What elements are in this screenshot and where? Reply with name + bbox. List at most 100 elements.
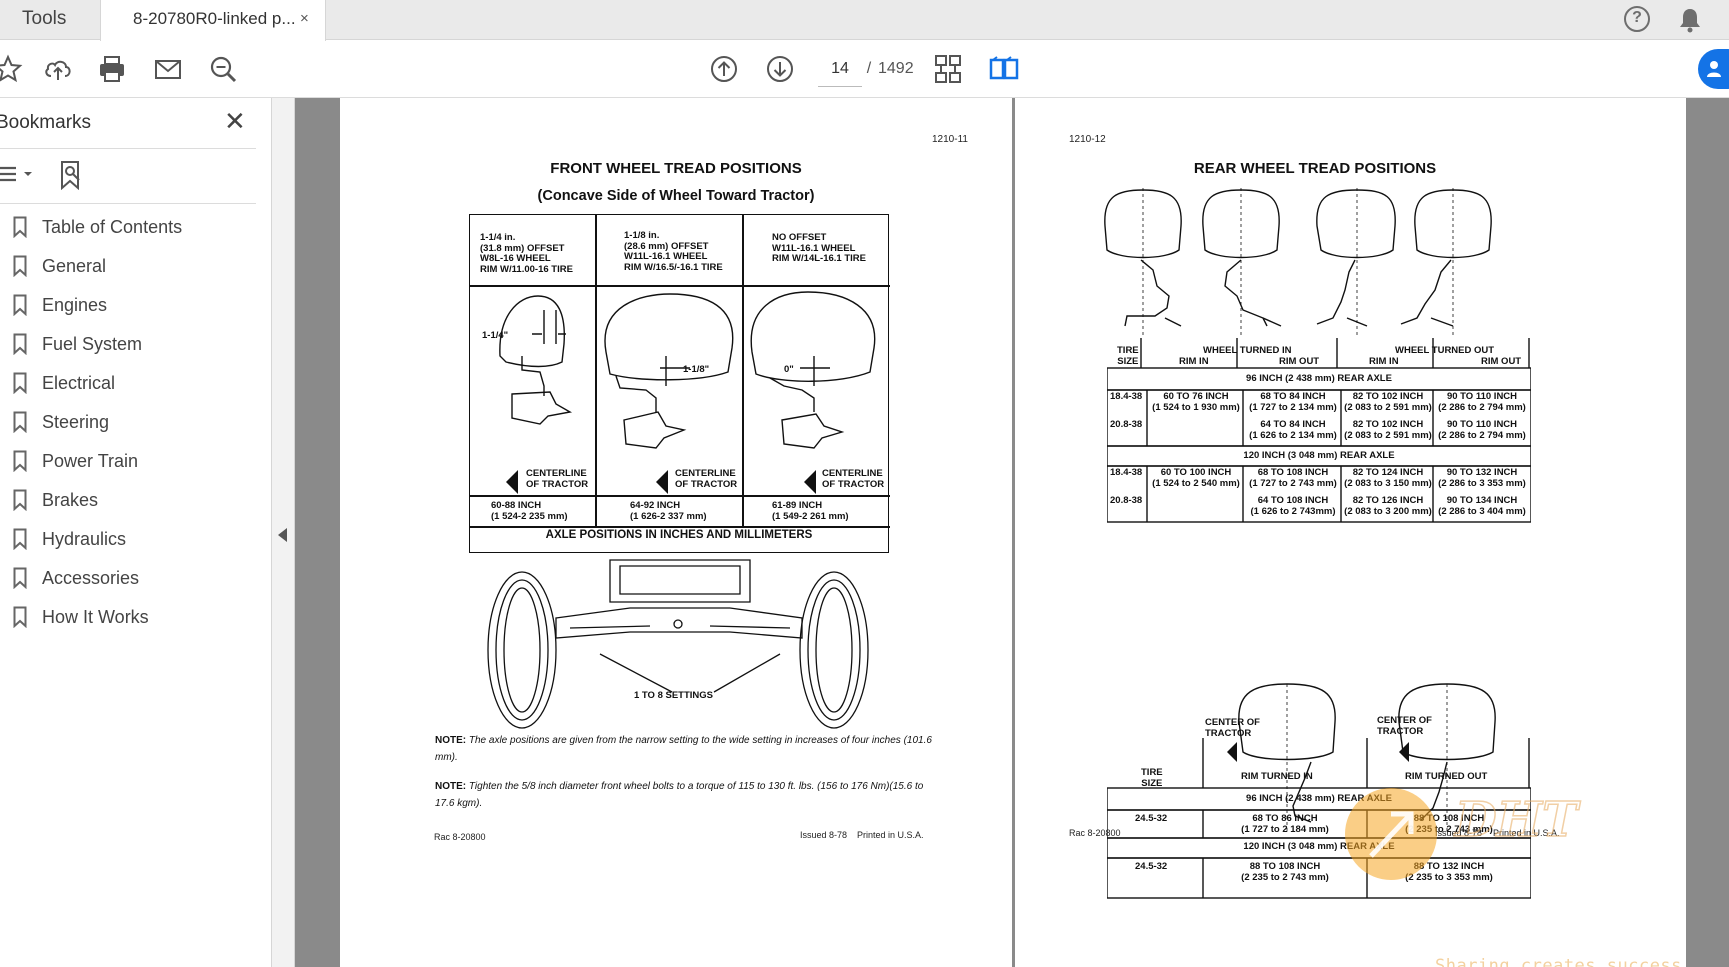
document-viewer[interactable]: 1210-11 FRONT WHEEL TREAD POSITIONS (Con… bbox=[295, 98, 1729, 967]
centerline-arrow-icon bbox=[804, 470, 816, 494]
range-line: (1 524 to 2 540 mm) bbox=[1152, 477, 1240, 489]
range-line: (2 286 to 3 353 mm) bbox=[1438, 477, 1526, 489]
rear-wheel-table-large-tire: CENTER OF TRACTOR CENTER OF TRACTOR TIRE… bbox=[1107, 715, 1531, 900]
tire-size-cell: 18.4-38 bbox=[1110, 467, 1143, 478]
bookmark-icon bbox=[13, 606, 27, 628]
turned-in-header: WHEEL TURNED IN bbox=[1203, 345, 1292, 357]
header-line: W11L-16.1 WHEEL bbox=[772, 242, 856, 254]
help-icon[interactable]: ? bbox=[1624, 6, 1650, 32]
header-line: 1-1/8 in. bbox=[624, 230, 660, 241]
offset-dimension-label: 1-1/4" bbox=[482, 330, 508, 341]
bookmark-item[interactable]: How It Works bbox=[0, 598, 256, 637]
previous-page-icon[interactable] bbox=[708, 53, 740, 85]
turned-out-header: WHEEL TURNED OUT bbox=[1395, 345, 1494, 357]
cloud-upload-icon[interactable] bbox=[42, 53, 74, 85]
bookmarks-panel-title: Bookmarks bbox=[0, 112, 92, 133]
axle-section-title: 96 INCH (2 438 mm) REAR AXLE bbox=[1246, 793, 1392, 804]
range-line: 61-89 INCH bbox=[772, 500, 823, 511]
bookmark-label: Steering bbox=[42, 412, 110, 432]
scroll-mode-icon[interactable] bbox=[932, 53, 964, 85]
range-line: (1 626 to 2 743mm) bbox=[1250, 505, 1336, 517]
page-number-input[interactable]: 14 bbox=[818, 51, 862, 87]
bookmark-item[interactable]: Hydraulics bbox=[0, 520, 256, 559]
range-line: (2 235 to 3 353 mm) bbox=[1405, 871, 1493, 883]
range-line: (2 083 to 2 591 mm) bbox=[1344, 401, 1432, 413]
email-icon[interactable] bbox=[152, 53, 184, 85]
user-icon bbox=[1707, 61, 1721, 77]
header-line: RIM W/14L-16.1 TIRE bbox=[772, 253, 866, 264]
page-footer-printed: Printed in U.S.A. bbox=[1493, 828, 1560, 838]
range-line: 82 TO 102 INCH bbox=[1352, 419, 1424, 430]
bookmark-star-icon[interactable] bbox=[0, 53, 24, 85]
range-line: 90 TO 132 INCH bbox=[1446, 467, 1518, 478]
tab-close-icon[interactable]: × bbox=[300, 10, 309, 27]
range-line: 82 TO 126 INCH bbox=[1352, 495, 1424, 506]
print-icon[interactable] bbox=[96, 53, 128, 85]
two-page-view-icon[interactable] bbox=[988, 53, 1020, 85]
table-grid bbox=[1107, 338, 1531, 523]
notifications-bell-icon[interactable] bbox=[1677, 6, 1703, 34]
range-line: 90 TO 134 INCH bbox=[1446, 495, 1518, 506]
bookmark-label: Hydraulics bbox=[42, 529, 127, 549]
document-page-right: 1210-12 REAR WHEEL TREAD POSITIONS bbox=[1015, 98, 1686, 967]
axle-section-title: 120 INCH (3 048 mm) REAR AXLE bbox=[1243, 450, 1395, 461]
close-panel-icon[interactable]: ✕ bbox=[224, 106, 246, 136]
collapse-arrow-icon[interactable] bbox=[278, 528, 287, 542]
bookmark-item[interactable]: Engines bbox=[0, 286, 256, 325]
page-footer-printed: Printed in U.S.A. bbox=[857, 830, 924, 840]
tread-range-cell: 90 TO 110 INCH(2 286 to 2 794 mm) bbox=[1435, 419, 1529, 441]
add-bookmark-icon[interactable] bbox=[58, 160, 84, 190]
zoom-out-search-icon[interactable] bbox=[207, 53, 239, 85]
large-rear-wheel-diagrams bbox=[1238, 683, 1496, 832]
header-line: RIM W/11.00-16 TIRE bbox=[480, 263, 573, 275]
bookmark-item[interactable]: Electrical bbox=[0, 364, 256, 403]
tab-document-label: 8-20780R0-linked p... bbox=[133, 9, 296, 28]
bookmark-options-icon[interactable] bbox=[0, 160, 36, 188]
bookmark-label: Fuel System bbox=[42, 334, 143, 354]
bookmark-item[interactable]: Fuel System bbox=[0, 325, 256, 364]
label-line: OF TRACTOR bbox=[675, 478, 738, 490]
bookmark-item[interactable]: Power Train bbox=[0, 442, 256, 481]
tread-range-cell: 88 TO 108 INCH(2 235 to 2 743 mm) bbox=[1205, 861, 1365, 883]
bookmark-label: Brakes bbox=[42, 490, 99, 510]
range-line: 90 TO 110 INCH bbox=[1446, 391, 1518, 402]
header-word: WHEEL bbox=[1203, 345, 1238, 356]
bookmark-item[interactable]: Steering bbox=[0, 403, 256, 442]
rim-turned-in-header: RIM TURNED IN bbox=[1241, 771, 1313, 782]
row-divider bbox=[470, 526, 890, 528]
column-header-1: 1-1/4 in. (31.8 mm) OFFSET W8L-16 WHEEL … bbox=[480, 232, 573, 275]
tread-range-cell: 60 TO 76 INCH(1 524 to 1 930 mm) bbox=[1149, 391, 1243, 413]
bookmark-item[interactable]: Accessories bbox=[0, 559, 256, 598]
centerline-label: CENTERLINE OF TRACTOR bbox=[675, 468, 738, 490]
range-line: (1 524 to 1 930 mm) bbox=[1152, 401, 1240, 413]
tread-range-cell: 88 TO 108 INCH(2 235 to 2 743 mm) bbox=[1369, 813, 1529, 835]
bookmark-item[interactable]: Table of Contents bbox=[0, 208, 256, 247]
header-line: W8L-16 WHEEL bbox=[480, 253, 551, 264]
note-text: The axle positions are given from the na… bbox=[435, 735, 932, 763]
center-arrow-icon bbox=[1399, 742, 1409, 762]
tread-range-cell: 90 TO 132 INCH(2 286 to 3 353 mm) bbox=[1435, 467, 1529, 489]
range-line: (1 626 to 2 134 mm) bbox=[1249, 429, 1337, 441]
share-button[interactable] bbox=[1698, 49, 1729, 89]
next-page-icon[interactable] bbox=[764, 53, 796, 85]
tread-range-cell: 82 TO 124 INCH(2 083 to 3 150 mm) bbox=[1343, 467, 1433, 489]
offset-dimension-label: 1-1/8" bbox=[683, 364, 709, 375]
panel-collapse-strip[interactable] bbox=[272, 98, 295, 967]
watermark-logo: DHT bbox=[1345, 788, 1582, 880]
tab-document[interactable]: 8-20780R0-linked p... bbox=[100, 0, 326, 41]
bookmark-item[interactable]: General bbox=[0, 247, 256, 286]
tab-tools[interactable]: Tools bbox=[22, 8, 67, 29]
range-line: (2 083 to 2 591 mm) bbox=[1344, 429, 1432, 441]
divider bbox=[0, 203, 256, 204]
bookmark-icon bbox=[13, 489, 27, 511]
range-line: (1 524-2 235 mm) bbox=[491, 510, 568, 522]
bookmark-icon bbox=[13, 333, 27, 355]
axle-section-title: 120 INCH (3 048 mm) REAR AXLE bbox=[1243, 841, 1395, 852]
tire-size-cell: 24.5-32 bbox=[1135, 813, 1168, 824]
range-line: 64 TO 84 INCH bbox=[1260, 419, 1326, 430]
tread-range-cell: 68 TO 86 INCH(1 727 to 2 184 mm) bbox=[1205, 813, 1365, 835]
bookmark-icon bbox=[13, 528, 27, 550]
row-divider bbox=[470, 285, 890, 287]
bookmark-item[interactable]: Brakes bbox=[0, 481, 256, 520]
tread-range-2: 64-92 INCH (1 626-2 337 mm) bbox=[630, 500, 707, 522]
